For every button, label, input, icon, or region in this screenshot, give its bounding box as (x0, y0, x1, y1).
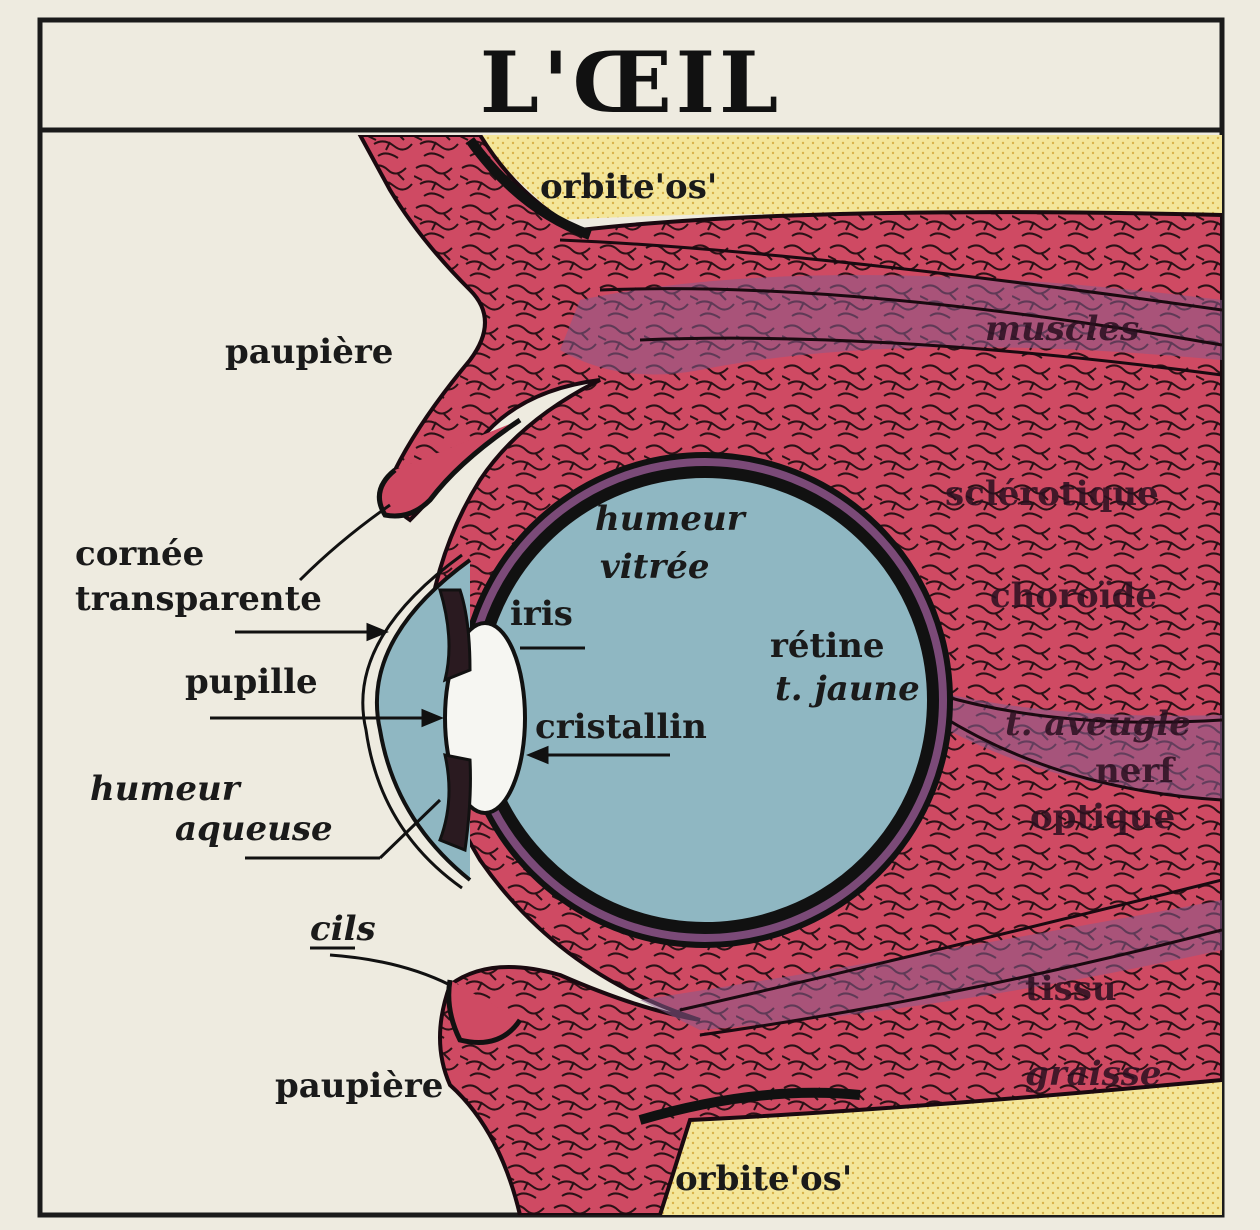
orbit-edge-top (465, 137, 592, 240)
lower-muscle-sheath (640, 900, 1222, 1030)
label-nerf-2: optique (1030, 797, 1175, 837)
orbit-edge-bottom (638, 1087, 861, 1125)
orbit-bone-top (470, 135, 1222, 220)
lower-eyelid (446, 979, 523, 1045)
upper-eyelid (376, 417, 522, 519)
label-paupiere-bottom: paupière (275, 1066, 443, 1106)
label-nerf-1: nerf (1095, 751, 1176, 791)
iris-upper (437, 588, 472, 683)
iris-lower (438, 753, 472, 853)
label-tache-jaune: t. jaune (775, 669, 920, 709)
label-pupille: pupille (185, 662, 318, 702)
label-tache-aveugle: t. aveugle (1005, 704, 1191, 744)
upper-muscle-sheath (560, 275, 1222, 375)
pointer-lines (210, 622, 670, 950)
page-title: L'ŒIL (480, 33, 782, 132)
label-orbite-bottom: orbite'os' (675, 1159, 852, 1199)
label-orbite-top: orbite'os' (540, 167, 717, 207)
label-sclerotique: sclérotique (945, 474, 1159, 514)
cornea-outer (361, 553, 463, 890)
label-iris: iris (510, 594, 573, 634)
label-humeur-aqueuse-2: aqueuse (175, 809, 333, 849)
label-cornee-2: transparente (75, 579, 322, 619)
optic-nerve-sheath (930, 690, 1222, 800)
label-cornee-1: cornée (75, 534, 204, 574)
label-tissu: tissu (1025, 969, 1117, 1009)
upper-eyelashes (298, 503, 391, 582)
label-humeur-vitree-2: vitrée (600, 547, 710, 587)
muscle-fibres (559, 238, 1222, 1037)
label-retine: rétine (770, 626, 885, 666)
label-cils: cils (310, 909, 376, 949)
label-muscles: muscles (985, 309, 1139, 349)
label-paupiere-top: paupière (225, 332, 393, 372)
label-cristallin: cristallin (535, 707, 707, 747)
label-humeur-aqueuse-1: humeur (90, 769, 242, 809)
lower-eyelashes (329, 953, 451, 987)
label-choroide: choroïde (990, 576, 1157, 616)
label-humeur-vitree-1: humeur (595, 499, 747, 539)
label-graisse: graisse (1025, 1054, 1162, 1094)
